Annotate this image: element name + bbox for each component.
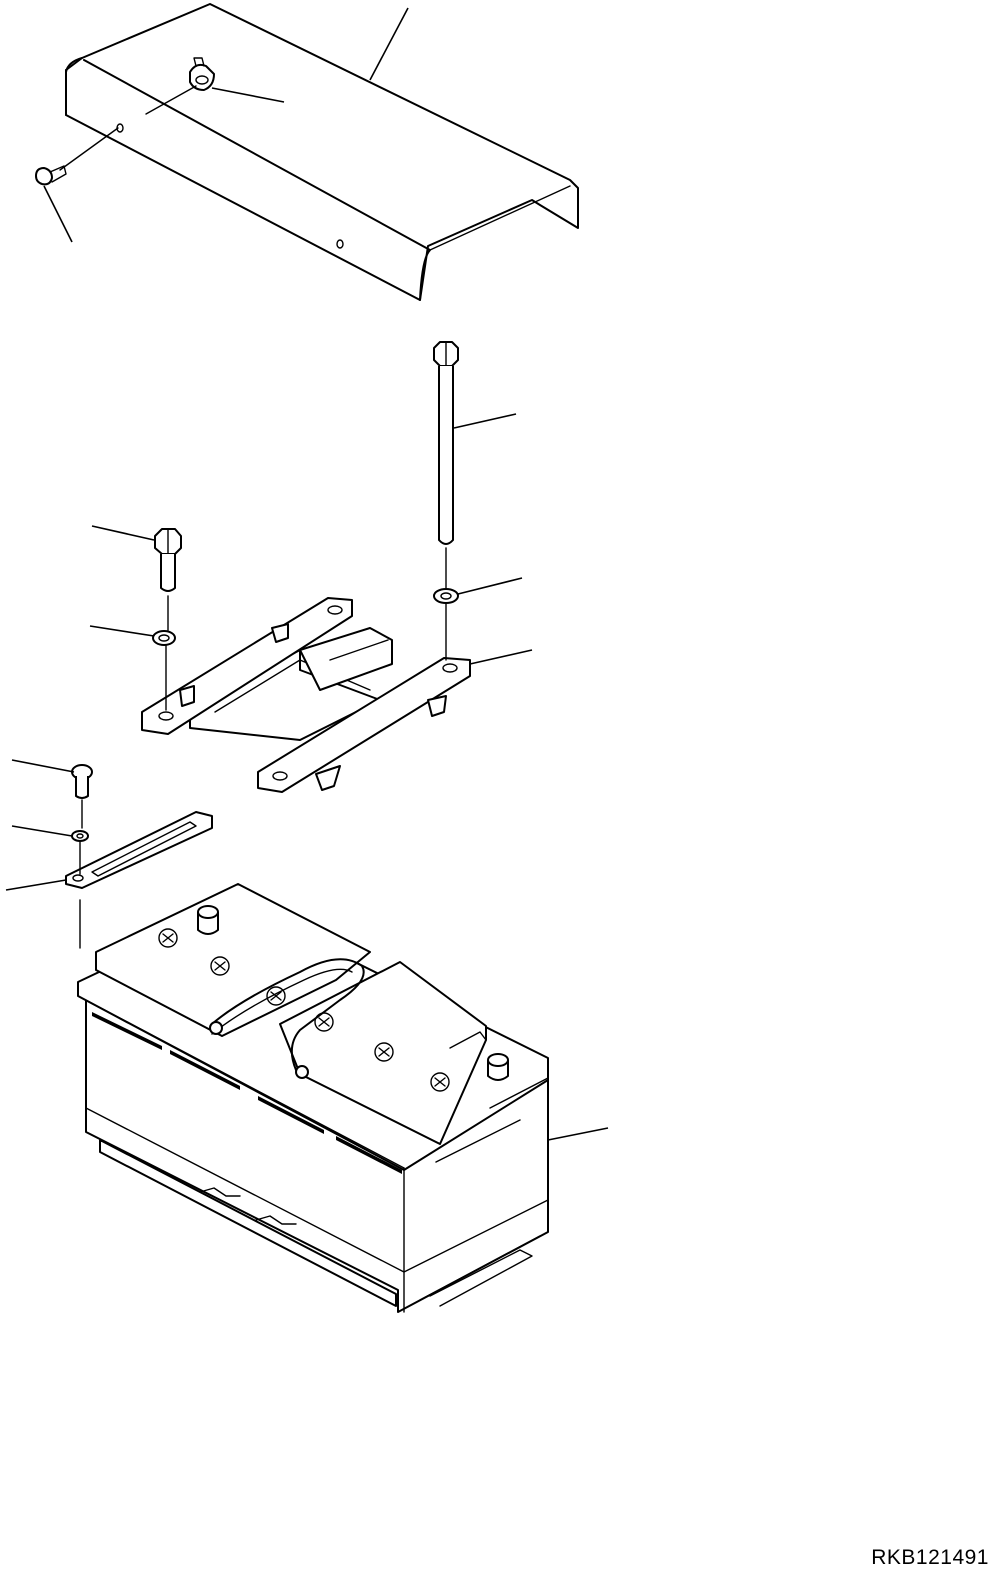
leader-cover [369,7,409,81]
leader-frame [469,649,533,665]
battery [77,883,549,1313]
leader-lines [5,7,609,1141]
leader-clamp-screw [11,759,75,773]
assembly-lines [59,85,447,949]
leader-clamp-washer [11,825,73,837]
drawing-code: RKB121491 [871,1546,989,1569]
short-bolt [154,528,182,592]
clamp-washer [71,830,89,842]
leader-long-bolt [453,413,517,429]
leader-battery [547,1127,609,1141]
leader-short-bolt [91,525,155,541]
leader-washer-left [89,625,155,637]
battery-cover [65,3,579,301]
washer-right [433,588,459,604]
leader-washer-right [457,577,523,595]
long-bolt [433,341,459,545]
clamp-bar [65,811,213,889]
hold-down-frame [141,597,471,793]
washer-left [152,630,176,646]
clamp-screw [71,764,93,799]
leader-cover-bolt [43,185,73,243]
leader-clamp-bar [5,879,67,891]
cover-bolt [35,165,67,186]
leader-wing-nut [211,87,285,103]
